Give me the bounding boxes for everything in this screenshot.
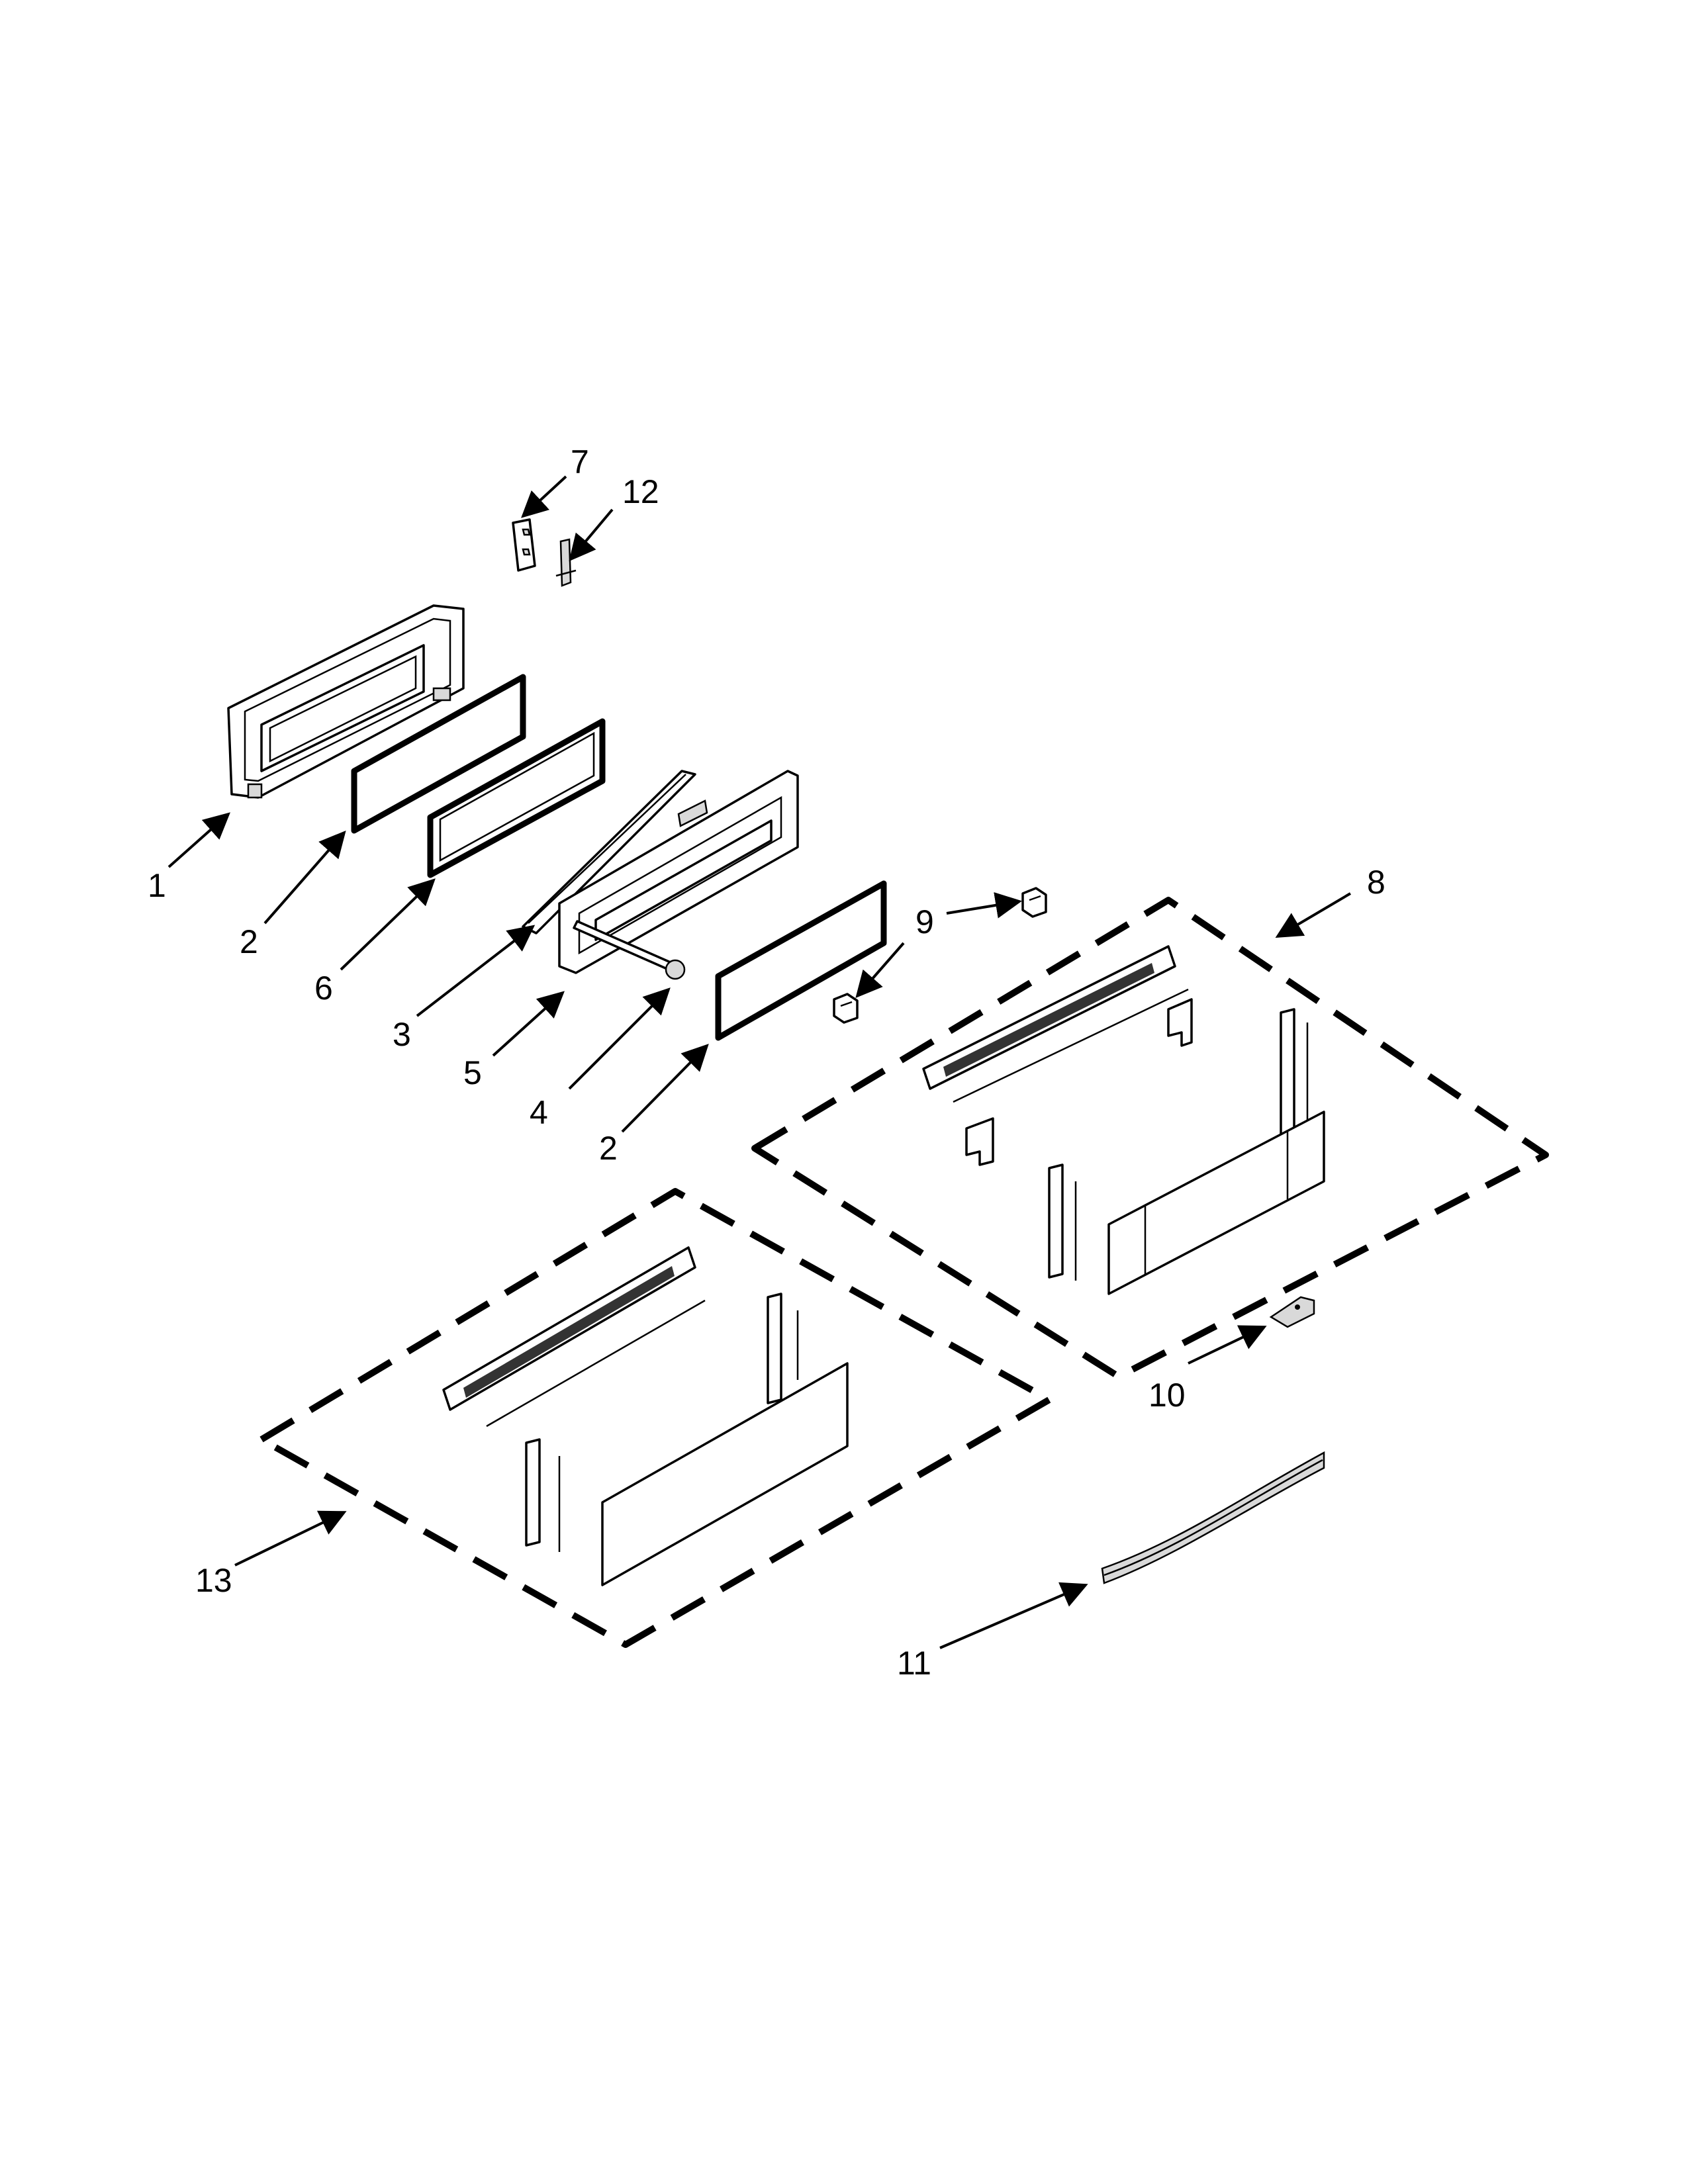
callout-10: 10: [1149, 1377, 1186, 1414]
arrow-2a: [263, 830, 346, 925]
callout-2-upper: 2: [240, 923, 258, 960]
arrow-9b: [855, 942, 905, 999]
arrow-10: [1188, 1325, 1267, 1365]
arrow-4: [568, 987, 671, 1090]
arrow-12: [569, 508, 614, 562]
part-5-outer-door-frame: [558, 770, 799, 974]
arrow-3: [416, 925, 536, 1017]
part-4-screw: [573, 920, 686, 980]
callout-6: 6: [314, 970, 333, 1007]
part-12-hinge-clip: [555, 538, 577, 587]
arrow-1: [167, 812, 230, 868]
arrow-5: [492, 991, 565, 1057]
arrow-11: [939, 1582, 1088, 1649]
part-9-clip-upper: [1021, 887, 1047, 918]
part-9-clip-lower: [833, 993, 859, 1024]
callout-4: 4: [530, 1094, 548, 1131]
callout-13: 13: [195, 1562, 232, 1599]
part-7-hinge: [512, 518, 536, 572]
part-2-glass-upper: [351, 674, 526, 834]
part-13-kit-group: [258, 1188, 1053, 1648]
leader-arrows: [167, 475, 1352, 1649]
part-2-glass-lower: [715, 880, 887, 1041]
arrow-9a: [946, 892, 1022, 919]
part-8-kit-group: [751, 897, 1549, 1380]
callout-7: 7: [571, 443, 589, 480]
part-1-inner-door-frame: [227, 604, 465, 799]
arrow-13: [234, 1510, 347, 1567]
callout-3: 3: [393, 1016, 411, 1053]
callout-5: 5: [463, 1054, 482, 1091]
callout-1: 1: [148, 867, 166, 904]
callout-2-lower: 2: [599, 1130, 618, 1167]
part-10-bracket: [1269, 1296, 1315, 1328]
arrow-6: [340, 878, 436, 971]
callout-9: 9: [915, 903, 934, 940]
callout-labels: 1 2 6 3 5 4 2 7 12 9 8 10 11 13: [148, 443, 1385, 1682]
callout-11: 11: [897, 1645, 931, 1682]
callout-12: 12: [622, 473, 659, 510]
callout-8: 8: [1367, 864, 1385, 901]
part-11-handle: [1101, 1451, 1325, 1584]
arrow-2b: [621, 1044, 709, 1133]
arrow-7: [521, 475, 567, 518]
part-6-glass-with-trim: [427, 718, 606, 878]
arrow-8: [1275, 892, 1352, 938]
